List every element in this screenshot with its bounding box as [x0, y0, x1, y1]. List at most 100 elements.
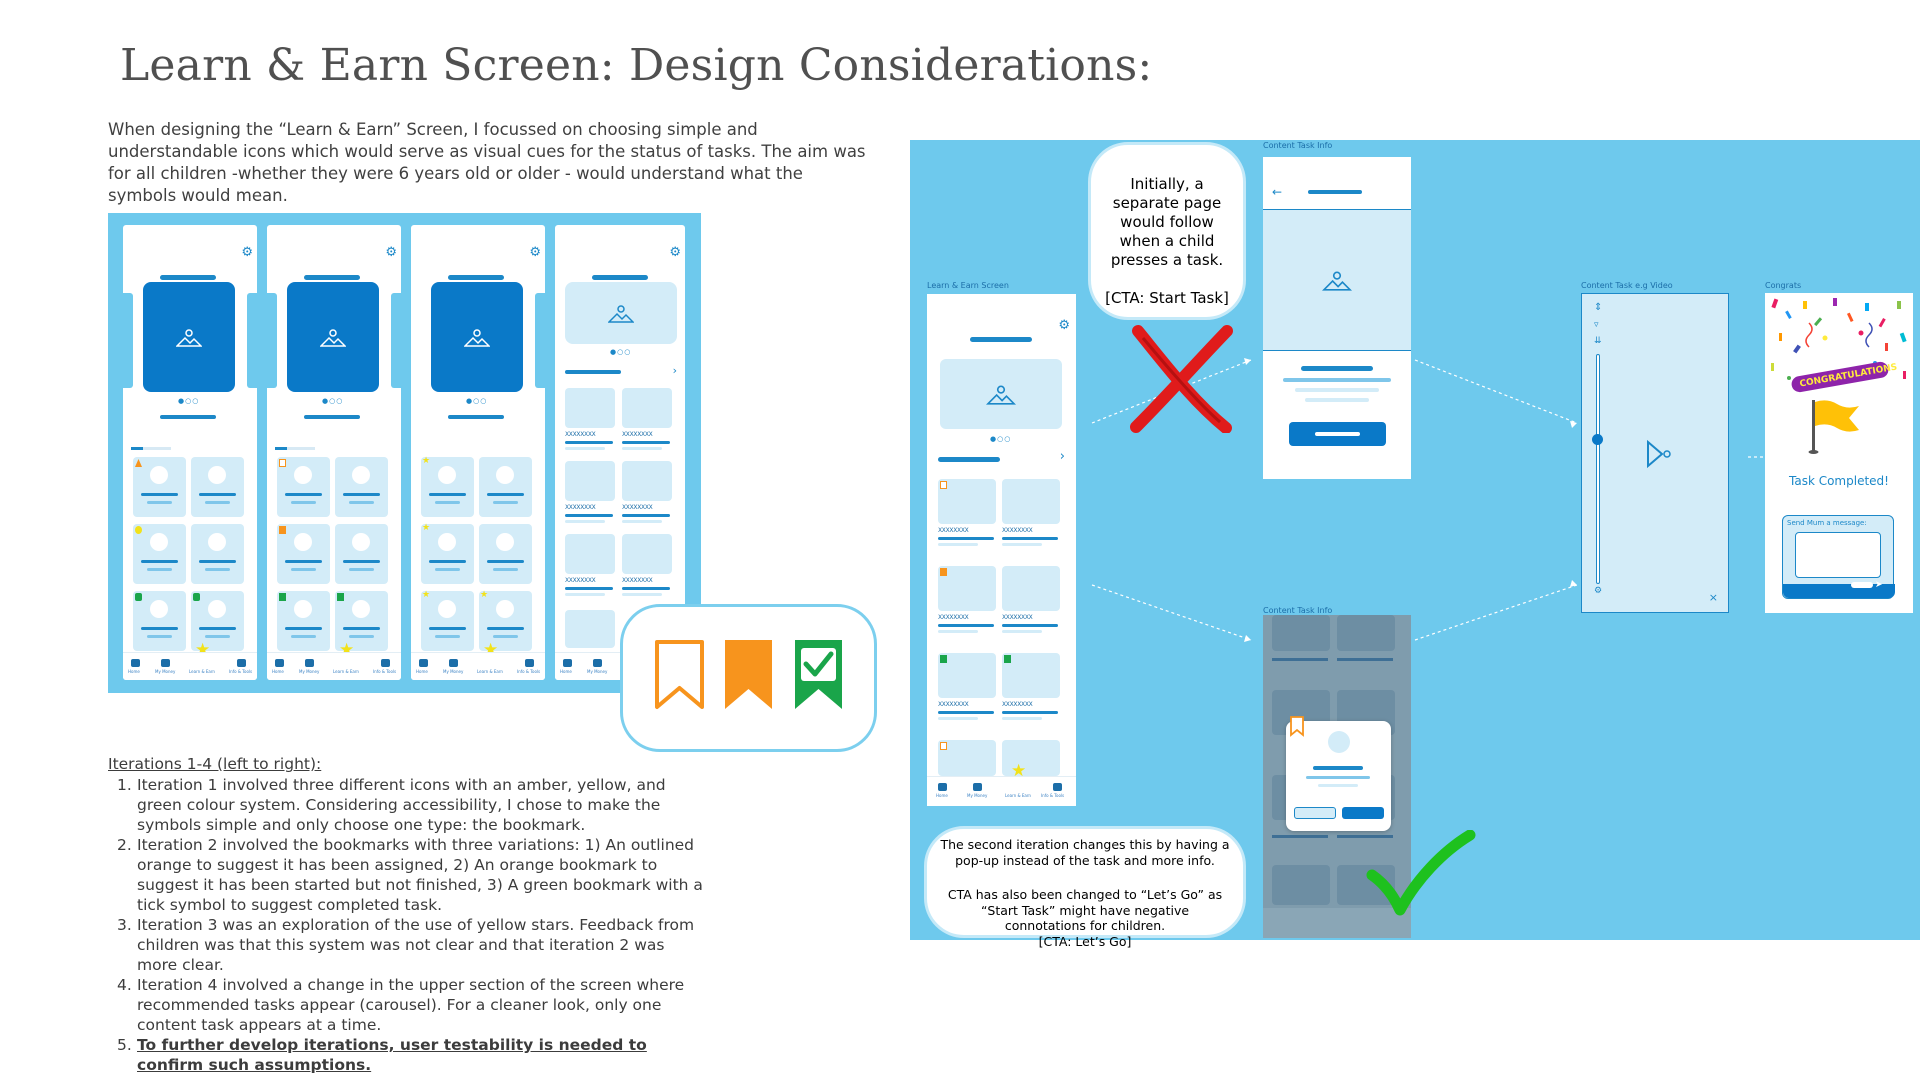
money-icon [593, 659, 602, 667]
send-icon[interactable]: ➤ [1875, 580, 1883, 590]
list-item: 1.Iteration 1 involved three different i… [117, 776, 666, 834]
cancel-button[interactable] [1294, 807, 1336, 819]
task-card: ★ [421, 591, 474, 651]
popup-title-bar [1313, 766, 1363, 770]
slider-thumb[interactable] [1592, 434, 1603, 445]
list-item: 5.To further develop iterations, user te… [117, 1036, 647, 1074]
task-card [277, 524, 330, 584]
message-input[interactable] [1795, 532, 1881, 578]
gear-icon: ⚙ [241, 245, 253, 260]
money-icon [449, 659, 458, 667]
carousel-prev-card [123, 293, 133, 388]
image-icon [176, 329, 202, 347]
task-card [335, 457, 388, 517]
popup-desc-bar [1306, 776, 1370, 779]
chevron-right-icon: › [672, 364, 677, 377]
carousel-label-bar [160, 415, 216, 419]
list-item: XXXXXXXX [1002, 566, 1060, 633]
bottom-nav [1263, 908, 1411, 938]
screen-label: Content Task Info [1263, 141, 1333, 150]
nav-label: Home [416, 669, 428, 674]
list-item: 2. Iteration 2 involved the bookmarks wi… [117, 836, 703, 914]
carousel-hero [431, 282, 523, 392]
annotation-text: Initially, a separate page would follow … [1110, 175, 1224, 269]
carousel-dots: ●○○ [466, 397, 488, 405]
star-icon: ★ [480, 590, 489, 600]
task-card [191, 524, 244, 584]
page-title: Learn & Earn Screen: Design Consideratio… [120, 40, 1153, 91]
carousel-hero [940, 359, 1062, 429]
list-item [565, 610, 615, 648]
screen-title-bar [970, 337, 1032, 342]
annotation-cta: [CTA: Start Task] [1105, 289, 1229, 307]
iterations-panel: ⚙ ●○○ ★ Home My Money Learn & Earn Info … [108, 213, 701, 693]
green-check-icon [193, 593, 200, 601]
task-image [1263, 209, 1411, 351]
carousel-prev-card [267, 293, 277, 388]
play-icon[interactable] [1644, 439, 1672, 469]
annotation-text: The second iteration changes this by hav… [940, 837, 1230, 868]
screen-label: Learn & Earn Screen [927, 281, 1009, 290]
task-desc-bar [1283, 378, 1391, 382]
bottom-nav: Home My Money Learn & Earn Info & Tools [927, 776, 1076, 806]
lets-go-button[interactable] [1342, 807, 1384, 819]
learn-earn-screen: ⚙ ●○○ › XXXXXXXX XXXXXXXX XXXXXXXX XXXXX… [927, 294, 1076, 806]
confetti-illustration [1771, 298, 1907, 393]
annotation-text: CTA has also been changed to “Let’s Go” … [947, 887, 1223, 933]
start-task-button[interactable] [1289, 422, 1386, 446]
task-title-bar [1301, 366, 1373, 371]
list-item: XXXXXXXX [622, 534, 672, 596]
chevron-right-icon: › [1059, 449, 1065, 464]
task-card [133, 457, 186, 517]
task-card [277, 457, 330, 517]
settings-icon: ⚙ [1594, 586, 1603, 596]
green-check-bookmark-icon [337, 593, 344, 601]
nav-label: My Money [299, 669, 320, 674]
task-card [191, 457, 244, 517]
learn-earn-star-icon: ★ [1011, 761, 1027, 781]
info-icon [237, 659, 246, 667]
screen-title-bar [592, 275, 648, 280]
home-icon [131, 659, 140, 667]
message-prompt: Send Mum a message: [1787, 519, 1867, 527]
close-icon[interactable]: × [1708, 591, 1718, 604]
green-check-bookmark-icon [1004, 655, 1011, 663]
playback-slider[interactable] [1596, 354, 1600, 584]
task-completed-label: Task Completed! [1789, 474, 1889, 488]
green-check-bookmark-icon [279, 593, 286, 601]
user-flow-panel: Learn & Earn Screen ⚙ ●○○ › XXXXXXXX XXX… [910, 140, 1920, 949]
yellow-circle-icon [135, 526, 142, 534]
outline-bookmark-icon [655, 640, 704, 709]
list-item: 4.Iteration 4 involved a change in the u… [117, 976, 685, 1034]
carousel-hero [287, 282, 379, 392]
screen-title-bar [304, 275, 360, 280]
star-icon: ★ [422, 456, 431, 466]
iterations-heading: Iterations 1-4 (left to right): [108, 755, 322, 773]
nav-label: Info & Tools [517, 669, 541, 674]
nav-label: My Money [155, 669, 176, 674]
list-item: XXXXXXXX [565, 534, 615, 596]
carousel-dots: ●○○ [322, 397, 344, 405]
nav-label: Learn & Earn [333, 669, 359, 674]
list-item: XXXXXXXX [938, 479, 996, 546]
task-card [191, 591, 244, 651]
section-label-bar [565, 370, 621, 374]
list-item [938, 740, 996, 776]
task-desc-bar [1295, 388, 1379, 392]
content-video-screen: ⇕ ▿ ⇊ ⚙ × [1581, 293, 1729, 613]
nav-label: Info & Tools [229, 669, 253, 674]
carousel-hero [143, 282, 235, 392]
image-icon [1322, 271, 1352, 291]
screen-label: Congrats [1765, 281, 1802, 290]
task-card [479, 524, 532, 584]
nav-label: My Money [967, 793, 988, 798]
nav-label: Home [128, 669, 140, 674]
progress-bar [275, 447, 315, 450]
iterations-list: 1.Iteration 1 involved three different i… [117, 775, 707, 1075]
progress-bar [131, 447, 171, 450]
screen-label: Content Task e.g Video [1581, 281, 1673, 290]
list-item: 3.Iteration 3 was an exploration of the … [117, 916, 695, 974]
congrats-screen: CONGRATULATIONS Task Completed! Send Mum… [1765, 293, 1913, 613]
gear-icon: ⚙ [1058, 318, 1070, 333]
annotation-bubble-initial: Initially, a separate page would follow … [1088, 142, 1246, 320]
